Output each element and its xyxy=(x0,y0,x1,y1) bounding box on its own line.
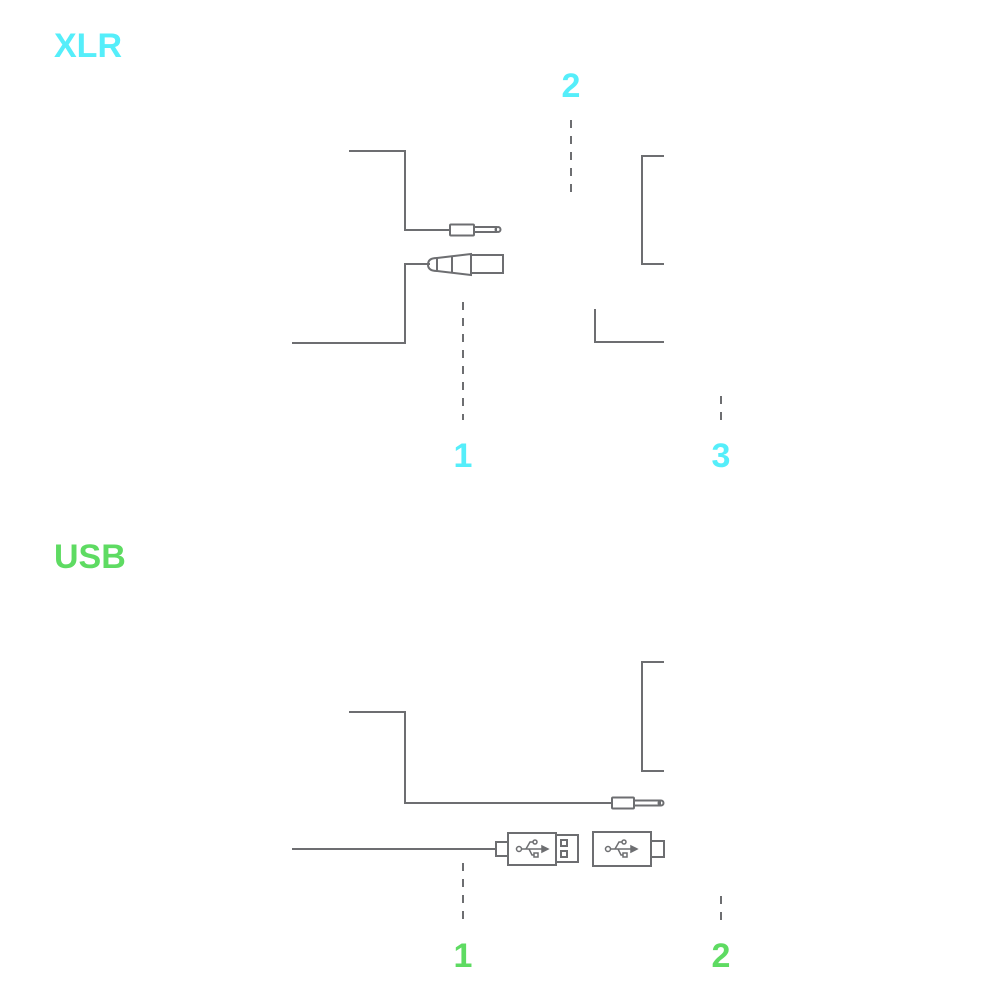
xlr-plug-icon xyxy=(426,252,504,277)
usb-plug-icon xyxy=(495,832,579,866)
jack-cable xyxy=(349,711,612,804)
device-bracket xyxy=(641,155,664,265)
jack-plug-icon xyxy=(611,796,665,810)
jack-plug-icon xyxy=(449,223,502,237)
callout-2: 2 xyxy=(562,67,581,105)
jack-cable xyxy=(349,150,450,231)
usb-section: USB xyxy=(54,538,730,975)
xlr-section: XLR 1 2 3 xyxy=(54,27,730,475)
callout-1: 1 xyxy=(454,437,473,475)
usb-port-icon xyxy=(592,831,665,867)
device-edge xyxy=(594,309,664,343)
usb-title: USB xyxy=(54,538,126,576)
xlr-cable xyxy=(292,263,430,344)
callout-3: 3 xyxy=(712,437,731,475)
callout-1: 1 xyxy=(454,937,473,975)
callout-2: 2 xyxy=(712,937,731,975)
usb-symbol-icon xyxy=(515,839,550,858)
usb-symbol-icon xyxy=(604,839,639,858)
device-bracket xyxy=(641,661,664,772)
xlr-title: XLR xyxy=(54,27,122,65)
